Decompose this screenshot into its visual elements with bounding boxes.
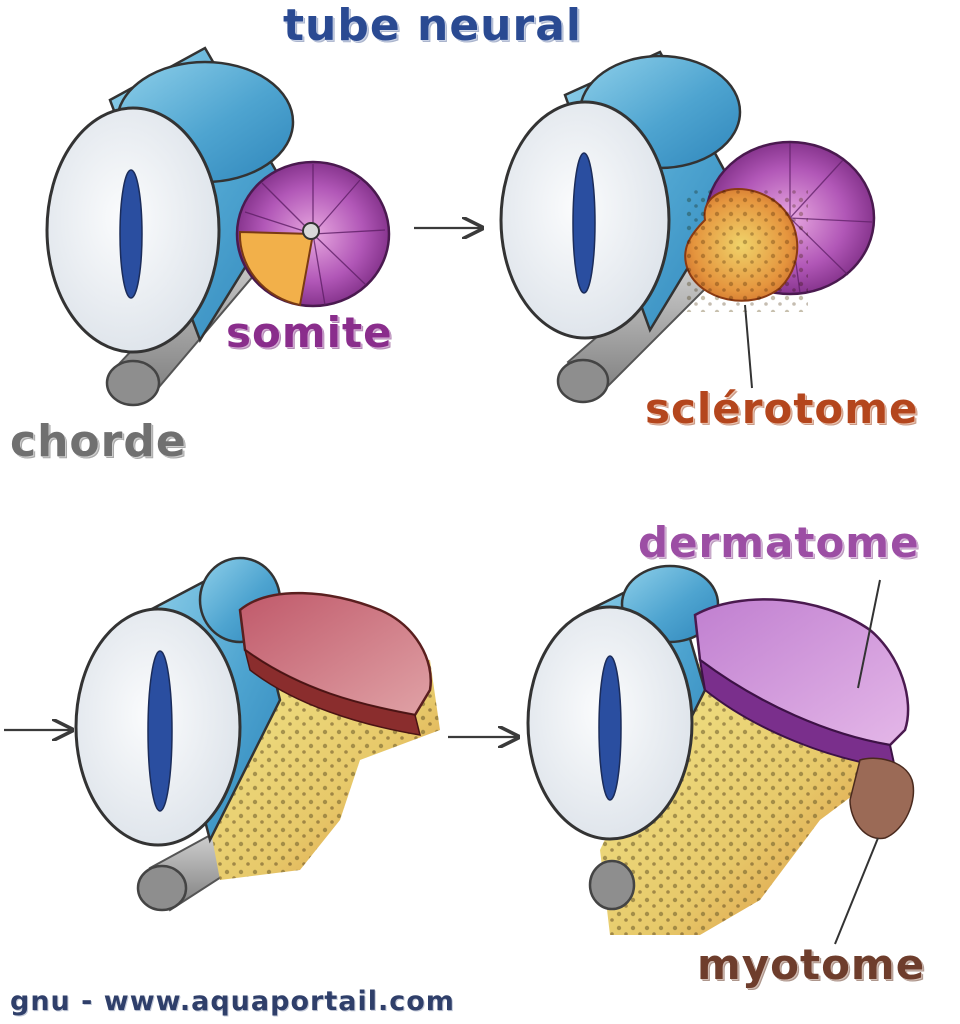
sclerotome-pointer: [744, 304, 753, 389]
dermomyotome: [238, 591, 432, 736]
notochord: [136, 830, 234, 912]
sclerotome: [684, 188, 808, 312]
label-tube-neural: tube neural: [283, 0, 582, 51]
somite: [235, 160, 391, 308]
label-chorde: chorde: [10, 416, 187, 467]
panel-3: [4, 556, 440, 912]
myotome: [698, 657, 915, 840]
myotome-pointer: [834, 837, 879, 945]
neural-tube: [499, 50, 742, 340]
notochord: [588, 859, 636, 911]
panel-1: [45, 46, 391, 407]
label-myotome: myotome: [697, 940, 926, 989]
notochord: [556, 256, 714, 404]
panel-2: [499, 50, 876, 404]
credit-watermark: gnu - www.aquaportail.com: [10, 986, 455, 1017]
label-sclerotome: sclérotome: [645, 384, 919, 433]
panel-4: [526, 564, 915, 945]
neural-tube: [526, 564, 720, 841]
label-dermatome: dermatome: [638, 518, 920, 567]
label-somite: somite: [226, 308, 393, 357]
dermatome-pointer: [857, 579, 881, 689]
